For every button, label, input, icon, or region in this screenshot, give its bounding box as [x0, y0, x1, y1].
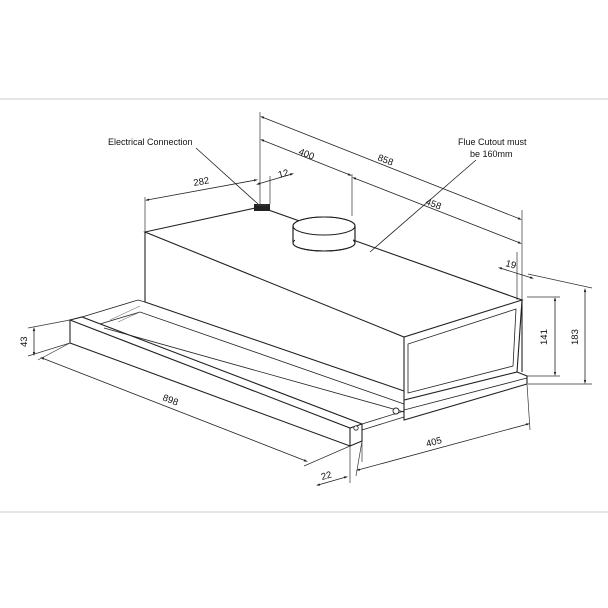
- dim-400-flue-offset: 400: [260, 139, 353, 216]
- dim-183-label: 183: [570, 329, 581, 345]
- dim-19-label: 19: [504, 258, 517, 271]
- electrical-connection-label: Electrical Connection: [108, 137, 193, 147]
- electrical-connection-callout: Electrical Connection: [108, 137, 259, 205]
- dim-183-total-height: 183: [527, 273, 593, 385]
- dim-43-label: 43: [19, 336, 30, 347]
- flue-collar: [292, 216, 356, 252]
- flue-cutout-label-line2: be 160mm: [470, 149, 513, 159]
- dim-458-label: 458: [424, 197, 443, 213]
- dim-898-label: 898: [161, 393, 180, 409]
- dim-19-right-inset: 19: [498, 252, 534, 300]
- dim-22-label: 22: [320, 470, 333, 483]
- flue-cutout-label-line1: Flue Cutout must: [458, 137, 527, 147]
- dim-282-connection-offset: 282: [144, 175, 258, 232]
- dim-400-label: 400: [297, 147, 316, 163]
- dim-858-label: 858: [376, 153, 395, 169]
- dim-405-label: 405: [425, 435, 443, 450]
- dim-22-front-depth: 22: [316, 441, 363, 486]
- slider-knob[interactable]: [392, 407, 400, 415]
- dim-141-body-height: 141: [527, 296, 560, 377]
- dim-141-label: 141: [539, 329, 550, 345]
- dim-282-label: 282: [193, 175, 211, 189]
- dim-12-label: 12: [277, 168, 290, 181]
- dim-12-connection-width: 12: [256, 168, 294, 204]
- dim-458-flue-to-right: 458: [352, 177, 522, 244]
- dim-898-front-width: 898: [37, 342, 351, 467]
- dim-43-front-height: 43: [19, 319, 71, 357]
- dim-405-depth: 405: [355, 383, 531, 477]
- visor-screw: [353, 425, 359, 431]
- flue-cutout-callout: Flue Cutout must be 160mm: [369, 137, 527, 253]
- front-visor: [68, 299, 405, 447]
- electrical-connection-box: [254, 204, 270, 211]
